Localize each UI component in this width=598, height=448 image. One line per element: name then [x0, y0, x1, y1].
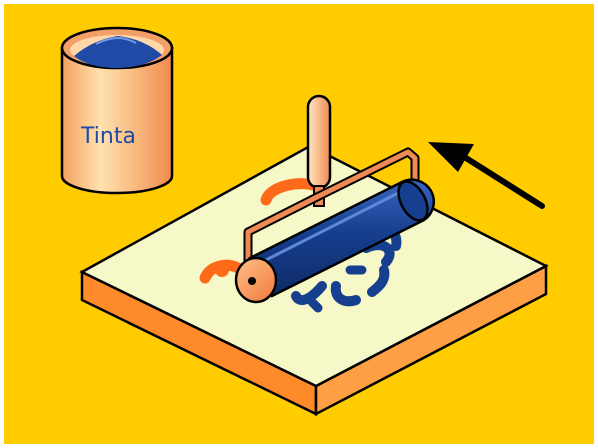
- ink-roller-icon: [234, 94, 435, 304]
- paint-can-icon: Tinta: [60, 26, 174, 195]
- direction-arrow-icon: [428, 142, 545, 209]
- ink-can-label: Tinta: [80, 124, 136, 149]
- roller-handle: [306, 94, 332, 190]
